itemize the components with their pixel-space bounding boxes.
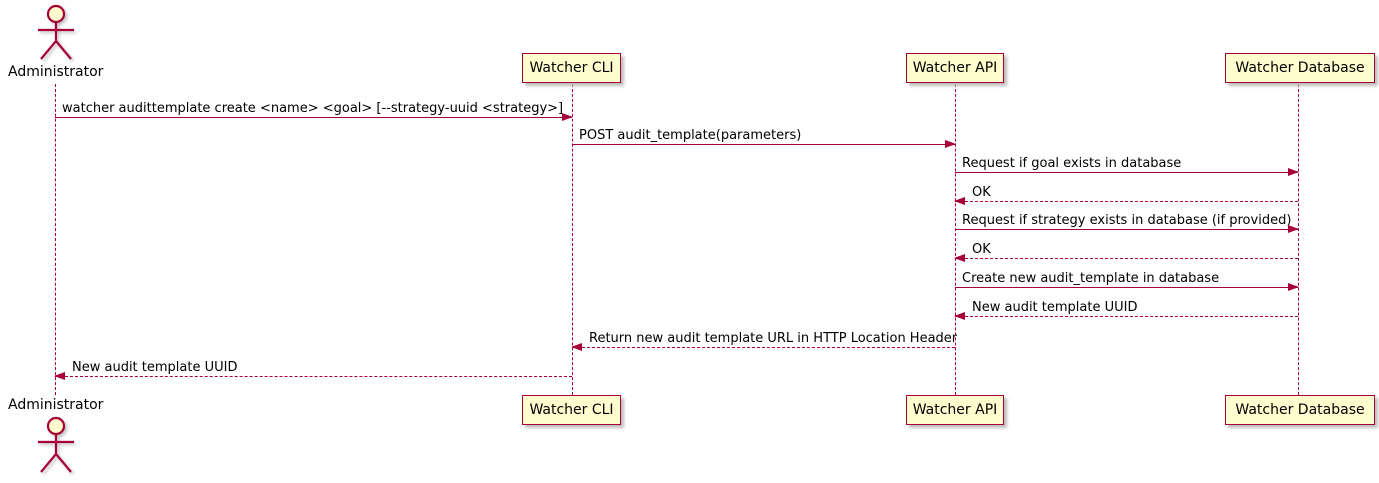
lifeline-watcher-api	[955, 84, 956, 395]
participant-bottom-watcher-api: Watcher API	[906, 395, 1004, 425]
message-text: watcher audittemplate create <name> <goa…	[62, 101, 564, 116]
participant-bottom-watcher-cli: Watcher CLI	[522, 395, 621, 425]
message-text: New audit template UUID	[72, 360, 238, 375]
arrowhead-right-icon	[945, 140, 956, 148]
lifeline-watcher-database	[1298, 84, 1299, 395]
message-request-strategy-exists: Request if strategy exists in database (…	[955, 213, 1299, 233]
message-text: Create new audit_template in database	[962, 271, 1220, 286]
message-line	[955, 225, 1299, 233]
message-new-uuid-admin: New audit template UUID	[54, 360, 572, 380]
message-text: POST audit_template(parameters)	[579, 128, 802, 143]
arrowhead-left-icon	[571, 343, 582, 351]
actor-icon	[31, 4, 81, 66]
arrowhead-left-icon	[954, 197, 965, 205]
message-line	[955, 283, 1299, 291]
arrowhead-right-icon	[1288, 225, 1299, 233]
message-line	[954, 254, 1298, 262]
message-line	[572, 140, 956, 148]
message-create-audit-template: Create new audit_template in database	[955, 271, 1299, 291]
message-post-audit-template: POST audit_template(parameters)	[572, 128, 956, 148]
participant-bottom-watcher-database: Watcher Database	[1225, 395, 1375, 425]
message-text: Request if strategy exists in database (…	[962, 213, 1292, 228]
message-request-goal-exists: Request if goal exists in database	[955, 156, 1299, 176]
arrowhead-left-icon	[54, 372, 65, 380]
message-ok-strategy: OK	[954, 242, 1298, 262]
message-line	[955, 168, 1299, 176]
arrowhead-left-icon	[954, 254, 965, 262]
arrowhead-right-icon	[1288, 168, 1299, 176]
lifeline-administrator	[55, 84, 56, 395]
message-line	[55, 113, 573, 121]
message-new-uuid-db: New audit template UUID	[954, 300, 1298, 320]
arrowhead-right-icon	[562, 113, 573, 121]
actor-label-bottom: Administrator	[8, 397, 104, 413]
message-line	[571, 343, 955, 351]
participant-top-watcher-api: Watcher API	[906, 53, 1004, 83]
arrowhead-right-icon	[1288, 283, 1299, 291]
message-text: Return new audit template URL in HTTP Lo…	[589, 331, 958, 346]
message-return-url-location-header: Return new audit template URL in HTTP Lo…	[571, 331, 958, 351]
message-text: OK	[972, 242, 991, 257]
actor-icon	[31, 414, 81, 480]
arrowhead-left-icon	[954, 312, 965, 320]
message-line	[954, 312, 1298, 320]
actor-label-top: Administrator	[8, 64, 104, 80]
message-line	[954, 197, 1298, 205]
message-text: New audit template UUID	[972, 300, 1138, 315]
message-ok-goal: OK	[954, 185, 1298, 205]
participant-top-watcher-database: Watcher Database	[1225, 53, 1375, 83]
message-line	[54, 372, 572, 380]
lifeline-watcher-cli	[572, 84, 573, 395]
participant-top-watcher-cli: Watcher CLI	[522, 53, 621, 83]
message-text: Request if goal exists in database	[962, 156, 1182, 171]
message-text: OK	[972, 185, 991, 200]
message-cli-create: watcher audittemplate create <name> <goa…	[55, 101, 573, 121]
